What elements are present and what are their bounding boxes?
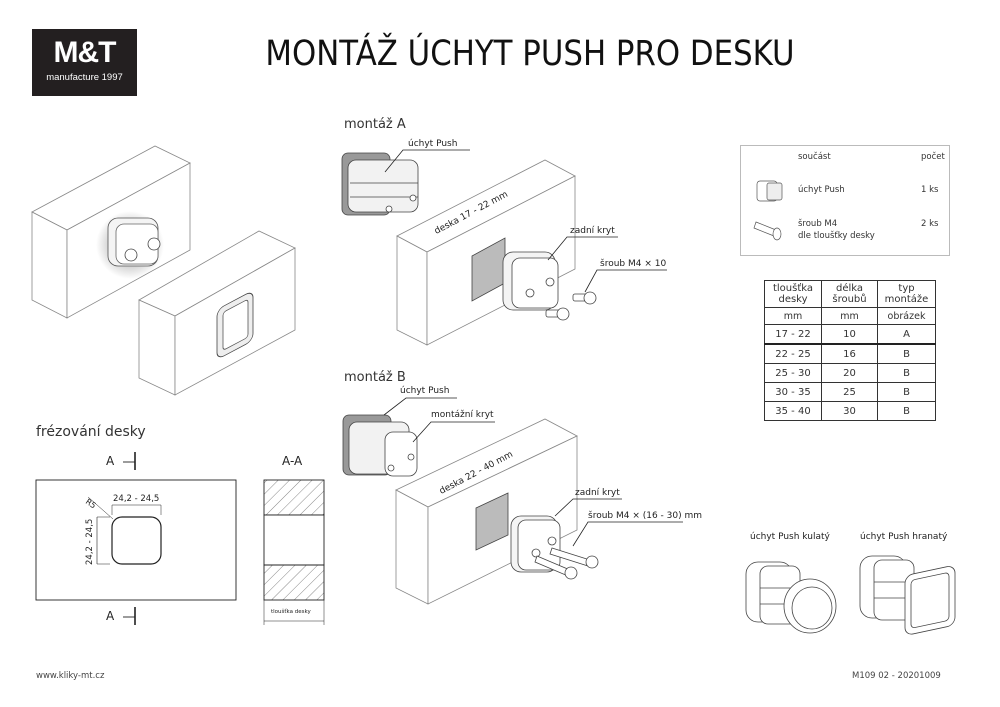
mount-b-board (395, 418, 578, 605)
width-dimension: 24,2 - 24,5 (113, 494, 160, 504)
height-dimension: 24,2 - 24,5 (85, 518, 95, 565)
mount-b-label-back-cover: zadní kryt (575, 488, 620, 498)
brand-logo: M&T manufacture 1997 (32, 29, 137, 96)
mount-b-label-screw: šroub M4 × (16 - 30) mm (588, 511, 703, 521)
mount-a-label-back-cover: zadní kryt (570, 226, 615, 236)
parts-icons (753, 180, 783, 241)
mount-a-label-handle: úchyt Push (408, 139, 458, 149)
mount-a-heading: montáž A (344, 117, 406, 132)
mount-a-board (396, 159, 576, 346)
mount-a-label-screw: šroub M4 × 10 (600, 259, 667, 269)
assembled-board-front (138, 230, 296, 396)
mount-b-back-cover (510, 515, 561, 573)
unit-cell: obrázek (877, 307, 936, 325)
part-count: 1 ks (921, 185, 939, 195)
footer-website[interactable]: www.kliky-mt.cz (36, 671, 105, 681)
logo-tagline: manufacture 1997 (46, 72, 123, 83)
mount-a-back-cover (502, 251, 559, 311)
assembled-board-back (31, 145, 191, 319)
section-mark-top: A (106, 454, 115, 468)
mount-a-leaders (384, 149, 667, 293)
part-count: 2 ks (921, 219, 939, 229)
mount-b-leaders (383, 397, 683, 547)
part-name: úchyt Push (798, 185, 845, 195)
unit-cell: mm (821, 307, 878, 325)
footer-doc-code: M109 02 - 20201009 (852, 671, 941, 681)
milling-drawing (35, 452, 237, 625)
parts-header-part: součást (798, 152, 831, 162)
variant-round (745, 561, 837, 634)
section-a-a (263, 479, 325, 625)
variant-round-label: úchyt Push kulatý (750, 532, 830, 542)
mount-b-heading: montáž B (344, 370, 406, 385)
mount-b-label-handle: úchyt Push (400, 386, 450, 396)
mount-a-screws (545, 291, 597, 321)
page-title: MONTÁŽ ÚCHYT PUSH PRO DESKU (265, 34, 795, 74)
unit-cell: mm (764, 307, 822, 325)
mount-b-screws (534, 547, 599, 580)
variant-square-label: úchyt Push hranatý (860, 532, 948, 542)
logo-brand: M&T (53, 36, 117, 69)
mount-a-handle (341, 152, 419, 216)
section-title: A-A (282, 454, 303, 468)
part-name-note: dle tloušťky desky (798, 231, 875, 241)
variant-square (859, 555, 956, 635)
milling-heading: frézování desky (36, 424, 146, 440)
mount-b-label-mount-cover: montážní kryt (431, 410, 494, 420)
parts-list: součást počet úchyt Push 1 ks šroub M4 d… (740, 145, 950, 256)
part-name: šroub M4 (798, 219, 838, 229)
section-mark-bottom: A (106, 609, 115, 623)
thickness-label: tloušťka desky (271, 609, 311, 615)
mount-b-handle (342, 414, 418, 477)
parts-header-count: počet (921, 152, 945, 162)
